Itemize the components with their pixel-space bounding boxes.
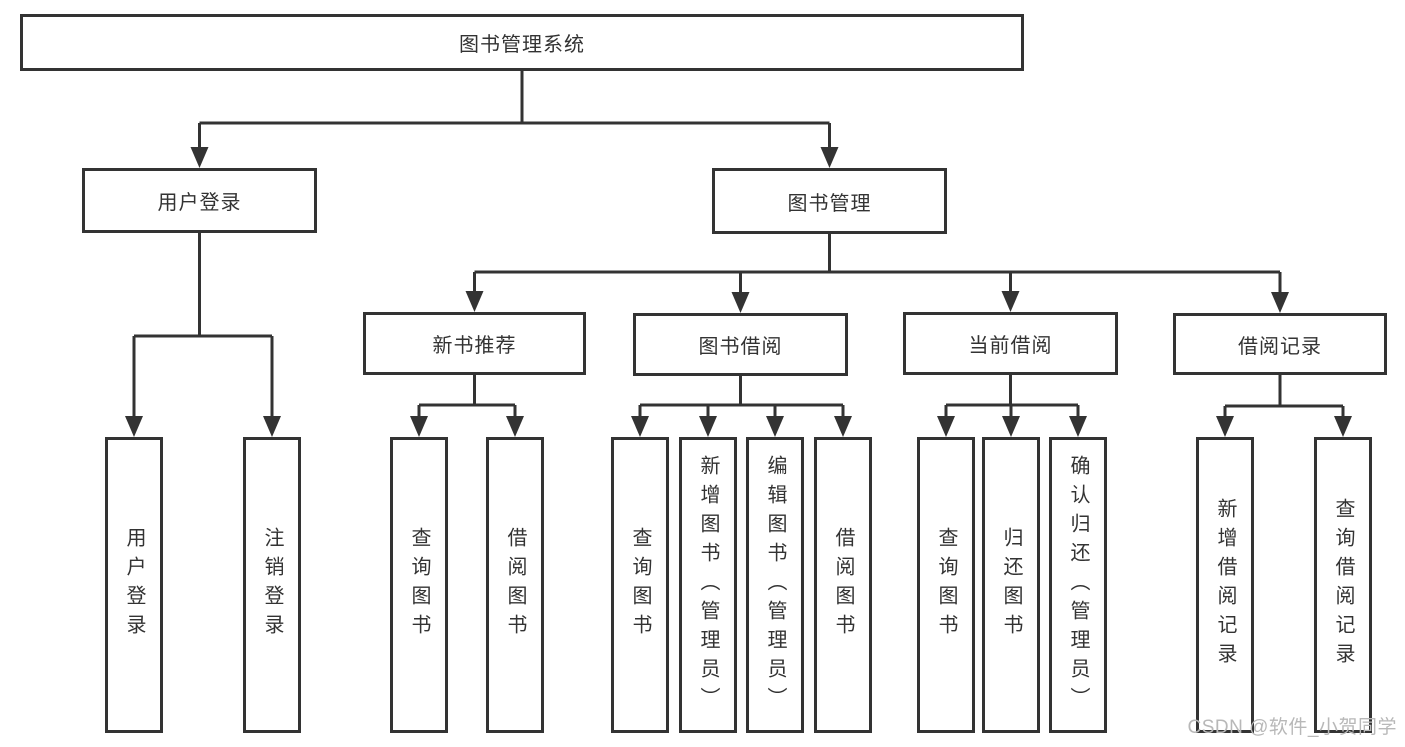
leaf-query-borrow-record: 查询借阅记录 bbox=[1314, 437, 1372, 733]
leaf-logout: 注销登录 bbox=[243, 437, 301, 733]
node-book-borrowing: 图书借阅 bbox=[633, 313, 848, 376]
leaf-label: 查询图书 bbox=[629, 527, 651, 643]
watermark: CSDN @软件_小贺同学 bbox=[1187, 717, 1397, 738]
leaf-add-borrow-record: 新增借阅记录 bbox=[1196, 437, 1254, 733]
leaf-confirm-return-admin: 确认归还（管理员） bbox=[1049, 437, 1107, 733]
leaf-borrow-books-2: 借阅图书 bbox=[814, 437, 872, 733]
leaf-label: 用户登录 bbox=[123, 527, 145, 643]
leaf-label: 查询借阅记录 bbox=[1332, 498, 1354, 672]
leaf-edit-books-admin: 编辑图书（管理员） bbox=[746, 437, 804, 733]
leaf-user-login: 用户登录 bbox=[105, 437, 163, 733]
leaf-label: 借阅图书 bbox=[832, 527, 854, 643]
leaf-query-books-2: 查询图书 bbox=[611, 437, 669, 733]
node-book-management: 图书管理 bbox=[712, 168, 947, 234]
leaf-label: 注销登录 bbox=[261, 527, 283, 643]
leaf-label: 新增图书（管理员） bbox=[697, 454, 719, 716]
leaf-borrow-books-1: 借阅图书 bbox=[486, 437, 544, 733]
leaf-label: 归还图书 bbox=[1000, 527, 1022, 643]
node-library-system: 图书管理系统 bbox=[20, 14, 1024, 71]
leaf-label: 新增借阅记录 bbox=[1214, 498, 1236, 672]
node-borrowing-records: 借阅记录 bbox=[1173, 313, 1387, 375]
leaf-query-books-1: 查询图书 bbox=[390, 437, 448, 733]
leaf-label: 编辑图书（管理员） bbox=[764, 454, 786, 716]
node-new-book-recommend: 新书推荐 bbox=[363, 312, 586, 375]
leaf-label: 查询图书 bbox=[408, 527, 430, 643]
leaf-add-books-admin: 新增图书（管理员） bbox=[679, 437, 737, 733]
leaf-query-books-3: 查询图书 bbox=[917, 437, 975, 733]
node-current-borrowing: 当前借阅 bbox=[903, 312, 1118, 375]
leaf-return-books: 归还图书 bbox=[982, 437, 1040, 733]
leaf-label: 查询图书 bbox=[935, 527, 957, 643]
node-user-login: 用户登录 bbox=[82, 168, 317, 233]
leaf-label: 确认归还（管理员） bbox=[1067, 454, 1089, 716]
leaf-label: 借阅图书 bbox=[504, 527, 526, 643]
